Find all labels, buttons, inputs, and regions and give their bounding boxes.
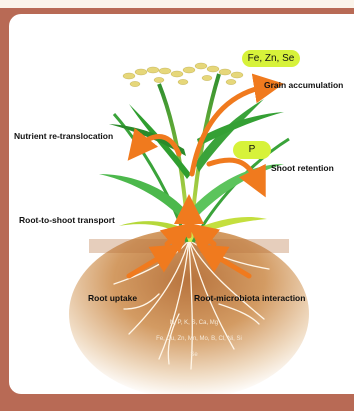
grain-element-badge: Fe, Zn, Se — [242, 50, 300, 67]
root-uptake-label: Root uptake — [88, 293, 137, 303]
shoot-element-badge: P — [233, 141, 271, 159]
diagram-panel: Fe, Zn, Se P Grain accumulation Nutrient… — [9, 14, 354, 394]
root-microbiota-label: Root-microbiota interaction — [194, 293, 305, 303]
root-to-shoot-label: Root-to-shoot transport — [19, 215, 115, 225]
soil-area — [69, 229, 309, 394]
grain-panicle — [123, 63, 243, 87]
soil-elements-line2: Fe, Cu, Zn, Mn, Mo, B, Cl, Ni, Si — [124, 336, 274, 342]
nutrient-retranslocation-label: Nutrient re-translocation — [14, 131, 113, 141]
soil-elements-line1: N, P, K, S, Ca, Mg — [144, 320, 244, 326]
grain-accumulation-label: Grain accumulation — [264, 80, 343, 90]
top-strip — [0, 0, 354, 8]
shoot-retention-label: Shoot retention — [271, 163, 334, 173]
soil-elements-line3: Se — [184, 352, 204, 358]
